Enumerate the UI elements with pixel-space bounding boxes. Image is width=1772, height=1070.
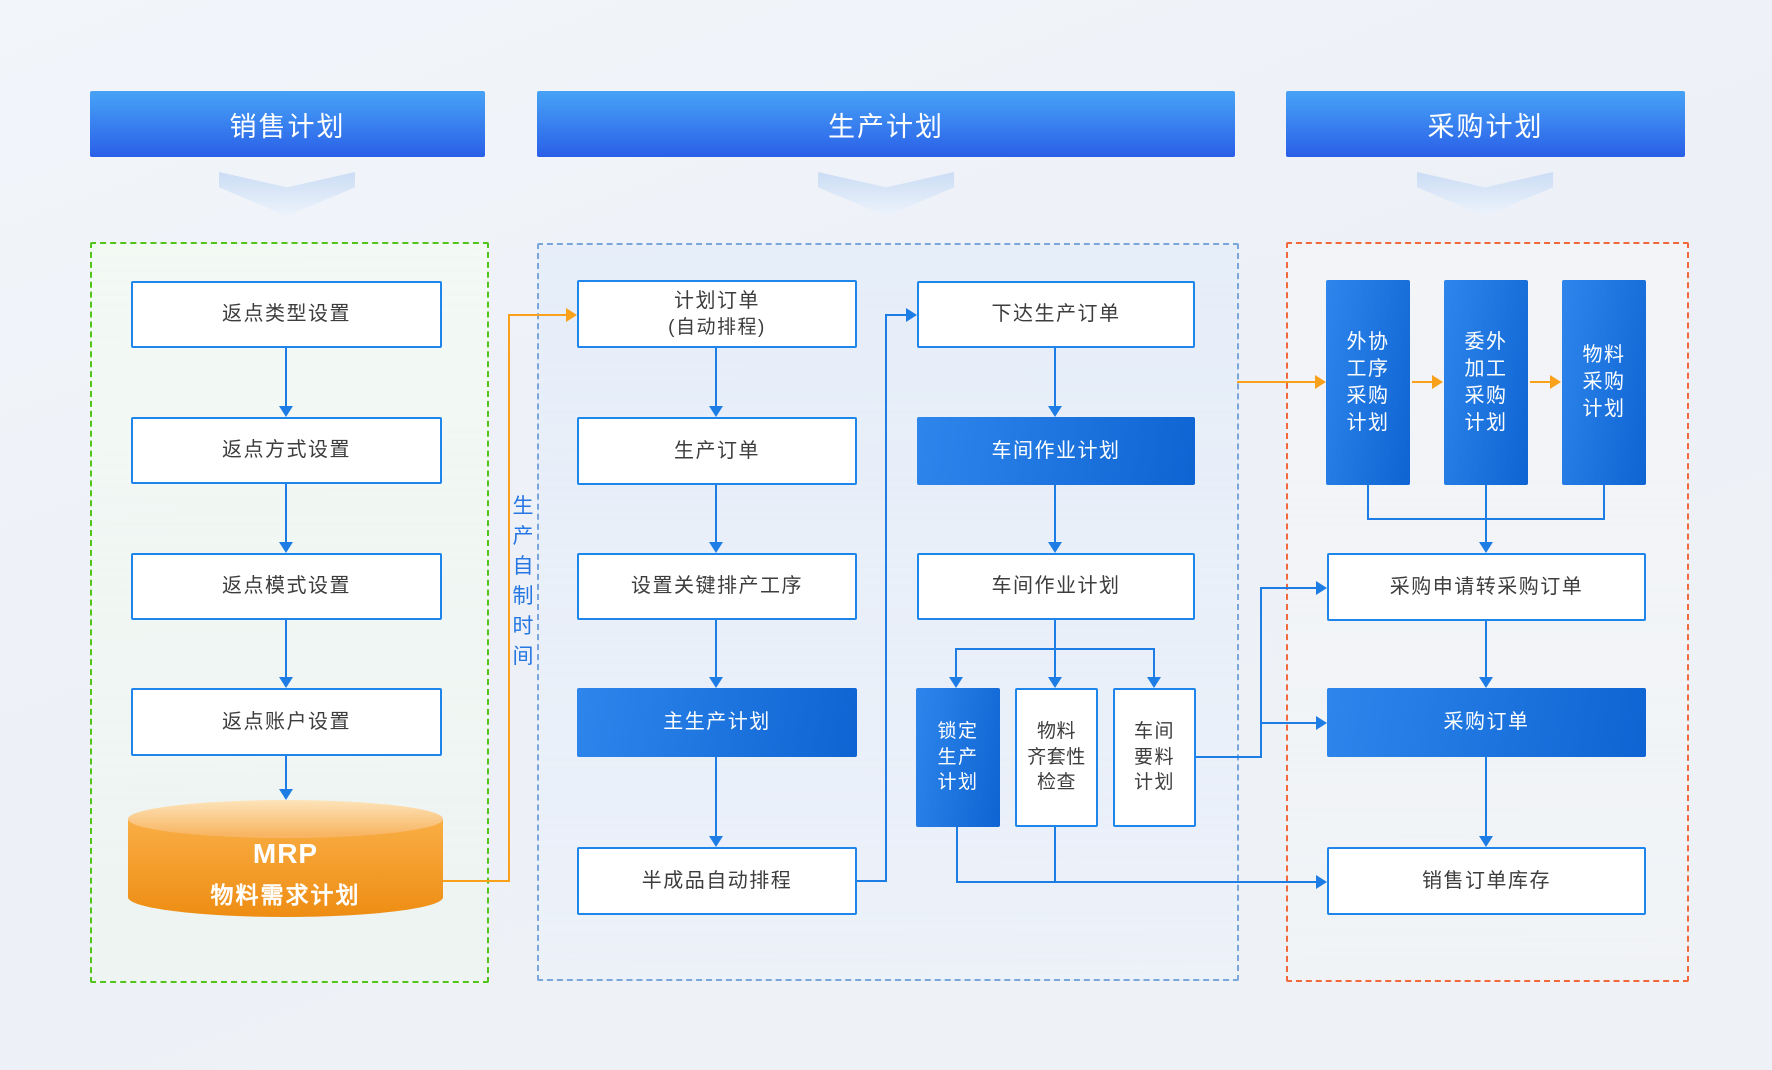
connector — [715, 485, 717, 543]
arrow-down-icon — [279, 542, 293, 553]
node-material-purchase-plan: 物料 采购 计划 — [1562, 280, 1646, 485]
mrp-subtitle: 物料需求计划 — [210, 882, 361, 908]
connector — [956, 827, 958, 883]
production-lead-time-label: 生 产 自 制 时 间 — [512, 495, 534, 668]
node-sales-order-inventory: 销售订单库存 — [1327, 847, 1646, 915]
node-subcontract-processing-purchase-plan: 委外 加工 采购 计划 — [1444, 280, 1528, 485]
connector — [508, 314, 566, 316]
connector — [1054, 827, 1056, 883]
connector — [285, 756, 287, 790]
node-production-order: 生产订单 — [577, 417, 857, 485]
arrow-right-icon — [1316, 581, 1327, 595]
banner-procurement-plan: 采购计划 — [1286, 91, 1685, 157]
connector — [885, 314, 906, 316]
connector — [1412, 381, 1432, 383]
node-planned-order: 计划订单 (自动排程) — [577, 280, 857, 348]
arrow-down-icon — [1479, 836, 1493, 847]
connector — [715, 620, 717, 678]
arrow-right-icon — [1315, 375, 1326, 389]
banner-production-plan: 生产计划 — [537, 91, 1235, 157]
node-workshop-material-request-plan: 车间 要料 计划 — [1113, 688, 1196, 827]
node-rebate-mode-setting: 返点模式设置 — [131, 553, 442, 620]
arrow-right-icon — [566, 308, 577, 322]
node-semi-finished-auto-scheduling: 半成品自动排程 — [577, 847, 857, 915]
node-outsourced-process-purchase-plan: 外协 工序 采购 计划 — [1326, 280, 1410, 485]
node-key-scheduling-process-setting: 设置关键排产工序 — [577, 553, 857, 620]
arrow-down-icon — [1048, 677, 1062, 688]
arrow-down-icon — [279, 789, 293, 800]
connector — [1485, 757, 1487, 837]
connector — [508, 314, 510, 882]
chevron-down-icon — [1417, 172, 1553, 216]
connector — [1260, 722, 1316, 724]
mrp-cylinder-top — [128, 800, 443, 838]
mrp-title: MRP — [252, 838, 319, 869]
connector — [1054, 620, 1056, 649]
connector — [1054, 648, 1056, 677]
node-rebate-account-setting: 返点账户设置 — [131, 688, 442, 756]
connector — [1367, 485, 1369, 520]
node-release-production-order: 下达生产订单 — [917, 281, 1195, 348]
planned-order-line1: 计划订单 — [674, 289, 760, 312]
arrow-down-icon — [949, 677, 963, 688]
arrow-down-icon — [1048, 406, 1062, 417]
node-rebate-method-setting: 返点方式设置 — [131, 417, 442, 484]
connector — [1530, 381, 1550, 383]
arrow-right-icon — [1316, 716, 1327, 730]
arrow-down-icon — [709, 542, 723, 553]
arrow-down-icon — [279, 406, 293, 417]
node-workshop-job-schedule: 车间作业计划 — [917, 553, 1195, 620]
arrow-down-icon — [709, 677, 723, 688]
connector — [1054, 348, 1056, 407]
arrow-down-icon — [1479, 677, 1493, 688]
node-master-production-schedule: 主生产计划 — [577, 688, 857, 757]
connector — [285, 348, 287, 407]
arrow-down-icon — [1048, 542, 1062, 553]
chevron-down-icon — [219, 172, 355, 216]
planned-order-line2: (自动排程) — [668, 316, 766, 338]
connector — [1153, 648, 1155, 677]
connector — [1260, 587, 1262, 758]
arrow-down-icon — [709, 836, 723, 847]
arrow-right-icon — [906, 308, 917, 322]
node-workshop-job-schedule-highlight: 车间作业计划 — [917, 417, 1195, 485]
connector — [1054, 485, 1056, 543]
arrow-right-icon — [1550, 375, 1561, 389]
connector — [1603, 485, 1605, 520]
connector — [1237, 381, 1315, 383]
node-purchase-order: 采购订单 — [1327, 688, 1646, 757]
connector — [443, 880, 510, 882]
connector — [885, 314, 887, 882]
node-material-kitting-check: 物料 齐套性 检查 — [1015, 688, 1098, 827]
connector — [857, 880, 887, 882]
chevron-down-icon — [818, 172, 954, 216]
connector — [715, 348, 717, 407]
connector — [285, 484, 287, 543]
arrow-down-icon — [1147, 677, 1161, 688]
connector — [1485, 621, 1487, 678]
connector — [1196, 756, 1262, 758]
connector — [285, 620, 287, 678]
arrow-right-icon — [1432, 375, 1443, 389]
node-purchase-request-to-order: 采购申请转采购订单 — [1327, 553, 1646, 621]
banner-sales-plan: 销售计划 — [90, 91, 485, 157]
connector — [1485, 518, 1487, 543]
node-rebate-type-setting: 返点类型设置 — [131, 281, 442, 348]
mrp-cylinder-label: MRP 物料需求计划 — [128, 838, 443, 910]
arrow-down-icon — [279, 677, 293, 688]
connector — [956, 881, 1316, 883]
arrow-right-icon — [1316, 875, 1327, 889]
connector — [715, 757, 717, 837]
node-lock-production-plan: 锁定 生产 计划 — [916, 688, 1000, 827]
arrow-down-icon — [1479, 542, 1493, 553]
connector — [955, 648, 957, 677]
connector — [1485, 485, 1487, 520]
arrow-down-icon — [709, 406, 723, 417]
connector — [1260, 587, 1316, 589]
mrp-cylinder: MRP 物料需求计划 — [128, 800, 443, 935]
